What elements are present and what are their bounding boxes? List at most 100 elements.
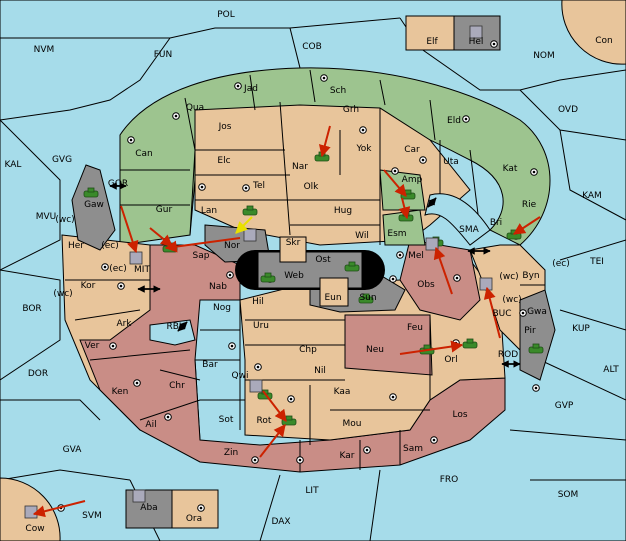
army-turret-icon <box>285 415 293 421</box>
land-label-ark: Ark <box>116 319 132 329</box>
land-label-car: Car <box>404 145 420 155</box>
move-order-arrow <box>262 390 287 422</box>
land-label-olk: Olk <box>304 182 320 192</box>
supply-center-dot <box>253 458 257 462</box>
army-turret-icon <box>404 189 412 195</box>
land-label-neu: Neu <box>366 345 384 355</box>
land-label-nil: Nil <box>314 366 326 376</box>
land-label-sot: Sot <box>219 415 234 425</box>
supply-center-dot <box>166 415 170 419</box>
land-label-grh: Grh <box>343 105 359 115</box>
land-label-sam: Sam <box>403 444 423 454</box>
army-turret-icon <box>87 187 95 193</box>
fleet-unit-icon[interactable] <box>243 228 257 242</box>
move-order-arrow <box>398 197 411 220</box>
sea-label-ovd: OVD <box>558 105 578 115</box>
supply-center-dot <box>534 386 538 390</box>
land-label-wil: Wil <box>355 231 369 241</box>
land-label-rie: Rie <box>522 200 537 210</box>
land-label-sun: Sun <box>359 293 376 303</box>
territory-skr[interactable] <box>279 236 307 263</box>
territory-eun[interactable] <box>319 277 349 307</box>
army-turret-icon <box>264 272 272 278</box>
army-turret-icon <box>466 338 474 344</box>
land-label-nog: Nog <box>213 303 231 313</box>
move-order-arrow <box>164 237 241 253</box>
fleet-unit-icon[interactable] <box>24 505 38 519</box>
land-label-aba: Aba <box>140 503 157 513</box>
land-label-yok: Yok <box>355 144 372 154</box>
fleet-unit-icon[interactable] <box>469 25 483 39</box>
army-turret-icon <box>423 344 431 350</box>
land-label-pir: Pir <box>524 326 536 336</box>
sea-label-gva: GVA <box>63 445 83 455</box>
support-order-arrow <box>235 216 253 234</box>
territory-pir[interactable] <box>519 289 556 381</box>
sea-label-tei: TEI <box>589 257 604 267</box>
land-label-ora: Ora <box>186 514 202 524</box>
supply-center-dot <box>135 381 139 385</box>
fleet-unit-icon[interactable] <box>249 379 263 393</box>
land-label-sch: Sch <box>330 86 346 96</box>
sea-label-kal: KAL <box>5 160 22 170</box>
land-label-uru: Uru <box>253 321 269 331</box>
fleet-unit-icon[interactable] <box>479 277 493 291</box>
sea-label-bor: BOR <box>22 304 41 314</box>
move-order-arrow <box>433 246 453 295</box>
land-label-skr: Skr <box>286 238 301 248</box>
land-label-kar: Kar <box>340 451 355 461</box>
land-label-eun: Eun <box>324 293 341 303</box>
army-turret-icon <box>532 343 540 349</box>
land-label-jos: Jos <box>218 122 232 132</box>
land-label-amp: Amp <box>402 175 423 185</box>
territory-con[interactable] <box>561 0 626 65</box>
connector-arrow <box>427 197 437 208</box>
fleet-unit-icon[interactable] <box>132 489 146 503</box>
territory-gaw[interactable] <box>71 164 116 251</box>
supply-center-dot <box>464 117 468 121</box>
land-label-eld: Eld <box>447 116 461 126</box>
land-label-jad: Jad <box>243 84 258 94</box>
sea-label-dor: DOR <box>28 369 48 379</box>
coast-label: (wc) <box>502 295 521 305</box>
supply-center-dot <box>391 277 395 281</box>
region-neu-red[interactable] <box>344 314 433 376</box>
land-label-mel: Mel <box>408 251 424 261</box>
army-turret-icon <box>348 261 356 267</box>
land-label-nor: Nor <box>224 241 240 251</box>
supply-center-dot <box>322 76 326 80</box>
land-label-chr: Chr <box>169 381 185 391</box>
move-order-arrow <box>383 169 407 197</box>
land-label-hug: Hug <box>334 206 352 216</box>
sea-label-pol: POL <box>217 10 235 20</box>
land-label-gwa: Gwa <box>527 307 547 317</box>
supply-center-dot <box>199 506 203 510</box>
land-label-mou: Mou <box>343 419 362 429</box>
fleet-unit-icon[interactable] <box>129 251 143 265</box>
sea-label-nom: NOM <box>533 51 555 61</box>
supply-center-dot <box>103 265 107 269</box>
supply-center-dot <box>200 185 204 189</box>
supply-center-dot <box>244 186 248 190</box>
coast-label: (wc) <box>53 289 72 299</box>
supply-center-dot <box>365 448 369 452</box>
land-label-cow: Cow <box>25 524 44 534</box>
sea-label-gvg: GVG <box>52 155 72 165</box>
supply-center-dot <box>432 438 436 442</box>
supply-center-dot <box>393 169 397 173</box>
land-label-hil: Hil <box>252 297 264 307</box>
sea-label-cob: COB <box>302 42 322 52</box>
sea-label-som: SOM <box>558 490 579 500</box>
land-label-qua: Qua <box>186 103 204 113</box>
coast-label: (ec) <box>101 241 119 251</box>
supply-center-dot <box>228 273 232 277</box>
coast-label: (wc) <box>55 215 74 225</box>
sea-label-kup: KUP <box>572 324 590 334</box>
territory-ora[interactable] <box>171 489 219 529</box>
army-turret-icon <box>362 293 370 299</box>
sea-channel-inner[interactable] <box>424 193 491 246</box>
land-label-nab: Nab <box>209 282 227 292</box>
land-label-qwi: Qwi <box>232 371 249 381</box>
